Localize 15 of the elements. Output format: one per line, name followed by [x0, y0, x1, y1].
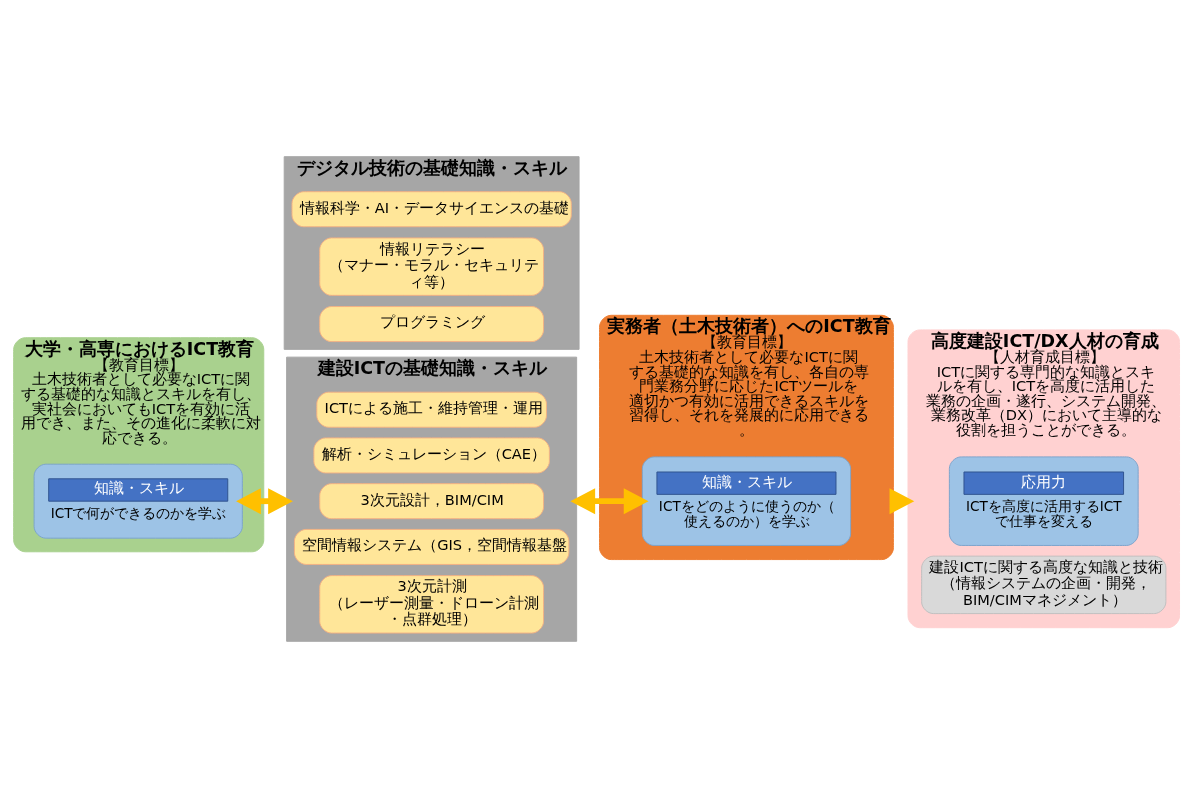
- node-box: ICTによる施工・維持管理・運用: [316, 391, 547, 428]
- node-box: 知識・スキル ICTをどのように使うのか（使えるのか）を学ぶ: [641, 456, 852, 546]
- node-box: 空間情報システム（GIS，空間情報基盤: [293, 528, 570, 565]
- node-box: 3次元計測 （レーザー測量・ドローン計測・点群処理）: [319, 575, 545, 634]
- node-box: 情報リテラシー （マナー・モラル・セキュリティ等）: [319, 237, 545, 296]
- node-box: 解析・シミュレーション（CAE）: [313, 437, 550, 474]
- arrow: [889, 488, 915, 515]
- node-box: 建設ICTに関する高度な知識と技術 （情報システムの企画・開発，BIM/CIMマネジメント）: [921, 555, 1167, 615]
- arrow: [570, 488, 649, 515]
- node-box: 3次元設計，BIM/CIM: [319, 483, 545, 520]
- node-box: プログラミング: [319, 306, 545, 343]
- node-box: 応用力 ICTを高度に活用するICTで仕事を変える: [948, 456, 1139, 546]
- node-box: 知識・スキル ICTで何ができるのかを学ぶ: [33, 463, 243, 539]
- node-box: 情報科学・AI・データサイエンスの基礎: [291, 191, 572, 228]
- arrow: [236, 488, 293, 515]
